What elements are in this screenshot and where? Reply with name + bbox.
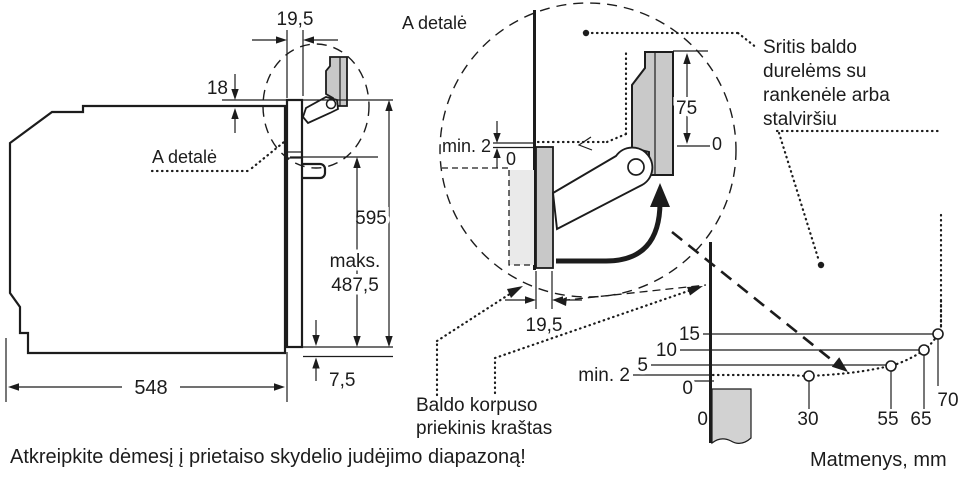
- detail-a-circle-small: [262, 43, 370, 169]
- oven-side-view: 19,5 18 A detalė 595 maks. 487,5 7,5: [5, 9, 393, 402]
- front-edge-pointer: [493, 287, 696, 360]
- graph-xtick: 30: [797, 409, 818, 430]
- arrowhead: [385, 100, 393, 111]
- arrowhead: [274, 383, 285, 391]
- clearance-graph: 15 10 5 min. 2 0 0 30 55 65 70: [575, 242, 959, 445]
- leader-dotted: [736, 31, 759, 50]
- graph-ytick: 15: [679, 324, 700, 345]
- door-movement-arrowhead: [650, 183, 670, 207]
- region-note-line: Sritis baldo: [763, 37, 857, 58]
- detail-to-graph-dashed-arrow: [671, 230, 834, 363]
- arrowhead: [493, 133, 501, 143]
- graph-xtick: 65: [910, 409, 931, 430]
- dim-max-label: maks.: [330, 251, 381, 272]
- curve-marker: [803, 370, 815, 382]
- region-note: Sritis baldo durelėms su rankenėle arba …: [582, 29, 943, 332]
- curve-marker: [885, 360, 897, 372]
- dim-max-value: 487,5: [331, 275, 379, 296]
- furniture-edge-section: [711, 388, 752, 445]
- arrowhead: [276, 36, 287, 44]
- arrowhead: [525, 296, 536, 304]
- arrowhead: [353, 157, 361, 168]
- leader-bullet: [582, 29, 590, 37]
- oven-handle: [302, 162, 327, 180]
- dim-gap-top-label: 19,5: [277, 9, 314, 30]
- furniture-door-panel: [631, 51, 674, 176]
- front-edge-arrowhead: [687, 286, 703, 296]
- graph-ytick: min. 2: [578, 365, 630, 386]
- zero-door-label: 0: [712, 134, 722, 154]
- region-note-line: rankenėle arba: [763, 85, 890, 106]
- graph-ytick: 5: [637, 355, 648, 376]
- oven-body-outline: [8, 104, 287, 355]
- panel-thickness-label: 19,5: [526, 315, 563, 336]
- region-dotted-leader: [777, 131, 821, 263]
- hinge-pivot-large: [627, 158, 645, 176]
- units-label: Matmenys, mm: [810, 449, 947, 471]
- arrowhead: [683, 133, 691, 144]
- arrowhead: [493, 148, 501, 158]
- arrowhead: [231, 108, 239, 119]
- graph-xtick: 0: [697, 409, 708, 430]
- panel-ghost-outline: [508, 170, 534, 266]
- front-edge-note: Baldo korpuso priekinis kraštas: [416, 286, 703, 439]
- curve-marker: [932, 328, 944, 340]
- dim-bottom-gap-label: 7,5: [329, 370, 355, 391]
- region-note-line: stalviršiu: [763, 109, 837, 130]
- graph-ytick: 10: [656, 340, 677, 361]
- arrowhead: [312, 357, 320, 369]
- dim-height-label: 595: [355, 208, 387, 229]
- front-edge-line: Baldo korpuso: [416, 395, 537, 416]
- arrowhead: [231, 89, 239, 100]
- dim-hinge-offset-label: 18: [207, 78, 228, 99]
- hinge-pivot-small: [325, 98, 337, 110]
- appliance-panel: [535, 146, 554, 269]
- graph-xtick: 55: [877, 409, 898, 430]
- front-edge-arrowhead: [507, 286, 523, 298]
- detail-a-circle-large: [439, 2, 737, 298]
- dim-depth-label: 548: [134, 377, 167, 399]
- zero-top-label: 0: [506, 149, 516, 169]
- oven-front-panel: [285, 98, 304, 349]
- min-gap-label: min. 2: [442, 136, 491, 156]
- dashed-pointer-arrowhead: [556, 297, 567, 306]
- arrowhead: [353, 336, 361, 347]
- graph-ytick: 0: [682, 378, 693, 399]
- front-edge-line: priekinis kraštas: [416, 418, 552, 439]
- dashed-pointer-line: [561, 284, 707, 302]
- arrowhead: [312, 335, 320, 346]
- curve-marker: [918, 344, 930, 356]
- region-note-line: durelėms su: [763, 61, 867, 82]
- door-movement-arrow: [556, 201, 663, 264]
- region-boundary-dotted: [605, 132, 628, 144]
- detail-ref-dotted-leader: [250, 140, 286, 170]
- arrowhead: [303, 36, 314, 44]
- arrowhead: [683, 53, 691, 64]
- detail-a-view: A detalė min. 2 0: [402, 2, 848, 372]
- detail-ref-label: A detalė: [152, 147, 217, 167]
- region-boundary-tick: [577, 136, 593, 151]
- front-edge-pointer: [435, 288, 518, 343]
- graph-xtick: 70: [937, 390, 958, 411]
- arrowhead: [8, 383, 19, 391]
- leader-bullet: [817, 261, 825, 269]
- door-travel-label: 75: [676, 98, 697, 119]
- panel-ghost-area: [509, 170, 534, 265]
- detail-a-title: A detalė: [402, 13, 467, 33]
- arrowhead: [385, 336, 393, 347]
- caption: Atkreipkite dėmesį į prietaiso skydelio …: [10, 446, 526, 468]
